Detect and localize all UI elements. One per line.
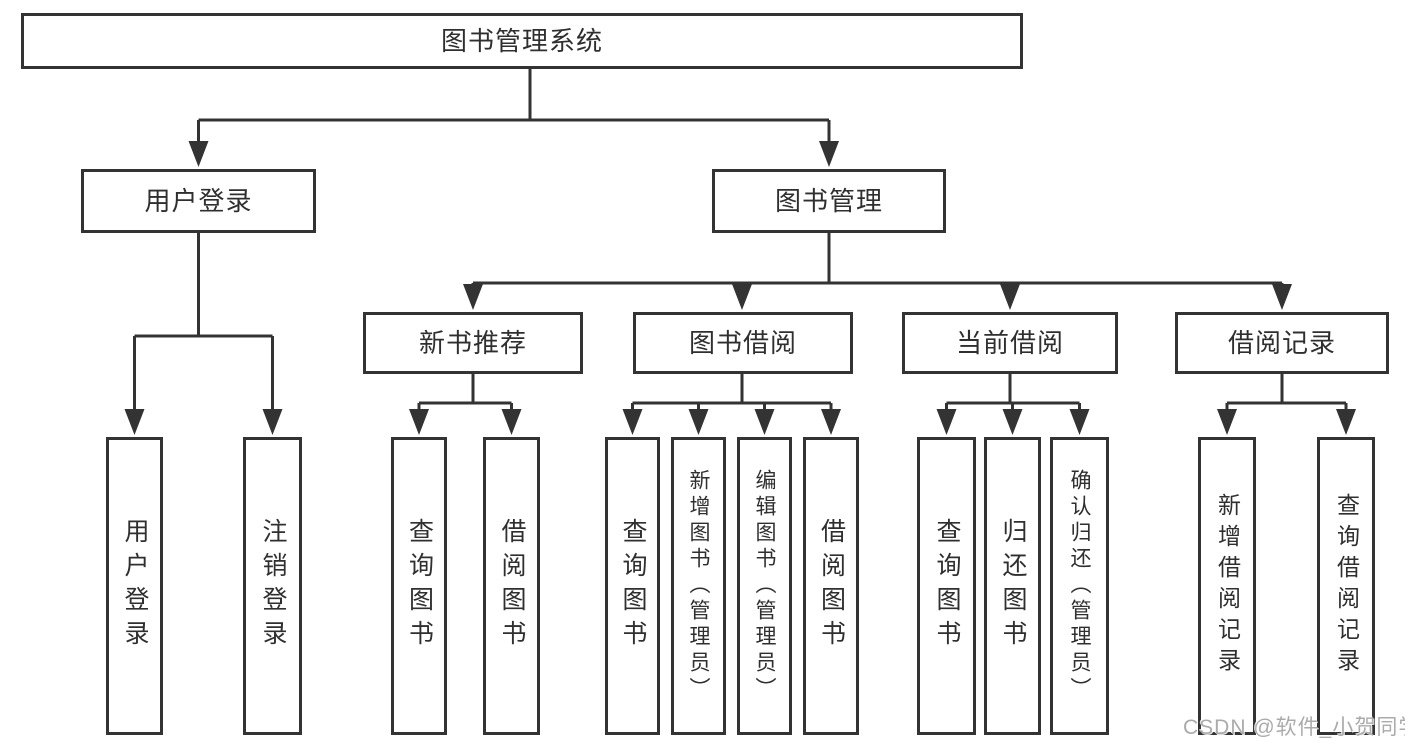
leaf-label: 新增图书（管理员） [687,469,710,703]
leaf-label: 借阅图书 [817,518,846,654]
leaf-label: 新增借阅记录 [1214,493,1241,679]
node-borrow-records: 借阅记录 [1175,312,1389,374]
node-current-borrow: 当前借阅 [902,312,1118,374]
node-label: 图书借阅 [688,328,797,358]
arrowheads-level2 [188,141,839,167]
leaf-add-book-admin: 新增图书（管理员） [671,437,726,735]
leaf-label: 查询图书 [619,518,647,654]
node-user-login: 用户登录 [81,169,316,233]
leaf-query-books-borrow: 查询图书 [605,437,660,735]
leaf-label: 确认归还（管理员） [1068,469,1091,703]
node-label: 用户登录 [144,186,253,216]
node-label: 图书管理系统 [440,26,603,56]
leaf-user-login: 用户登录 [106,437,163,735]
leaf-query-books-current: 查询图书 [917,437,976,735]
watermark: CSDN @软件_小贺同学 [1183,716,1405,739]
leaf-confirm-return-admin: 确认归还（管理员） [1050,437,1109,735]
connector-borrow-record-group [1225,374,1348,414]
node-new-book-recommend: 新书推荐 [363,312,583,374]
arrowheads-leaves [124,409,1356,435]
node-label: 借阅记录 [1227,328,1336,358]
leaf-label: 用户登录 [121,518,149,654]
connector-book-borrow-group [631,374,833,414]
leaf-borrow-books-recommend: 借阅图书 [483,437,540,735]
node-label: 新书推荐 [418,328,527,358]
node-label: 当前借阅 [955,328,1064,358]
leaf-borrow-books: 借阅图书 [803,437,859,735]
node-library-management-system: 图书管理系统 [21,13,1023,69]
leaf-label: 查询借阅记录 [1333,493,1360,679]
leaf-logout: 注销登录 [243,437,302,735]
leaf-query-books-recommend: 查询图书 [391,437,447,735]
leaf-label: 查询图书 [405,518,434,654]
connector-new-book-group [417,374,513,414]
leaf-label: 归还图书 [999,518,1027,654]
arrowheads-level3 [463,284,1292,310]
connector-user-login-group [133,233,274,414]
connector-root [197,69,831,146]
leaf-label: 借阅图书 [498,518,526,654]
leaf-add-borrow-record: 新增借阅记录 [1198,437,1256,735]
leaf-label: 编辑图书（管理员） [753,469,776,703]
node-book-borrow: 图书借阅 [633,312,853,374]
connector-book-management-group [471,233,1284,290]
node-book-management: 图书管理 [712,169,946,233]
node-label: 图书管理 [774,186,883,216]
leaf-label: 查询图书 [933,518,961,654]
leaf-return-book: 归还图书 [984,437,1041,735]
leaf-label: 注销登录 [259,518,287,654]
connector-current-borrow-group [945,374,1081,414]
leaf-query-borrow-record: 查询借阅记录 [1317,437,1375,735]
leaf-edit-book-admin: 编辑图书（管理员） [737,437,792,735]
